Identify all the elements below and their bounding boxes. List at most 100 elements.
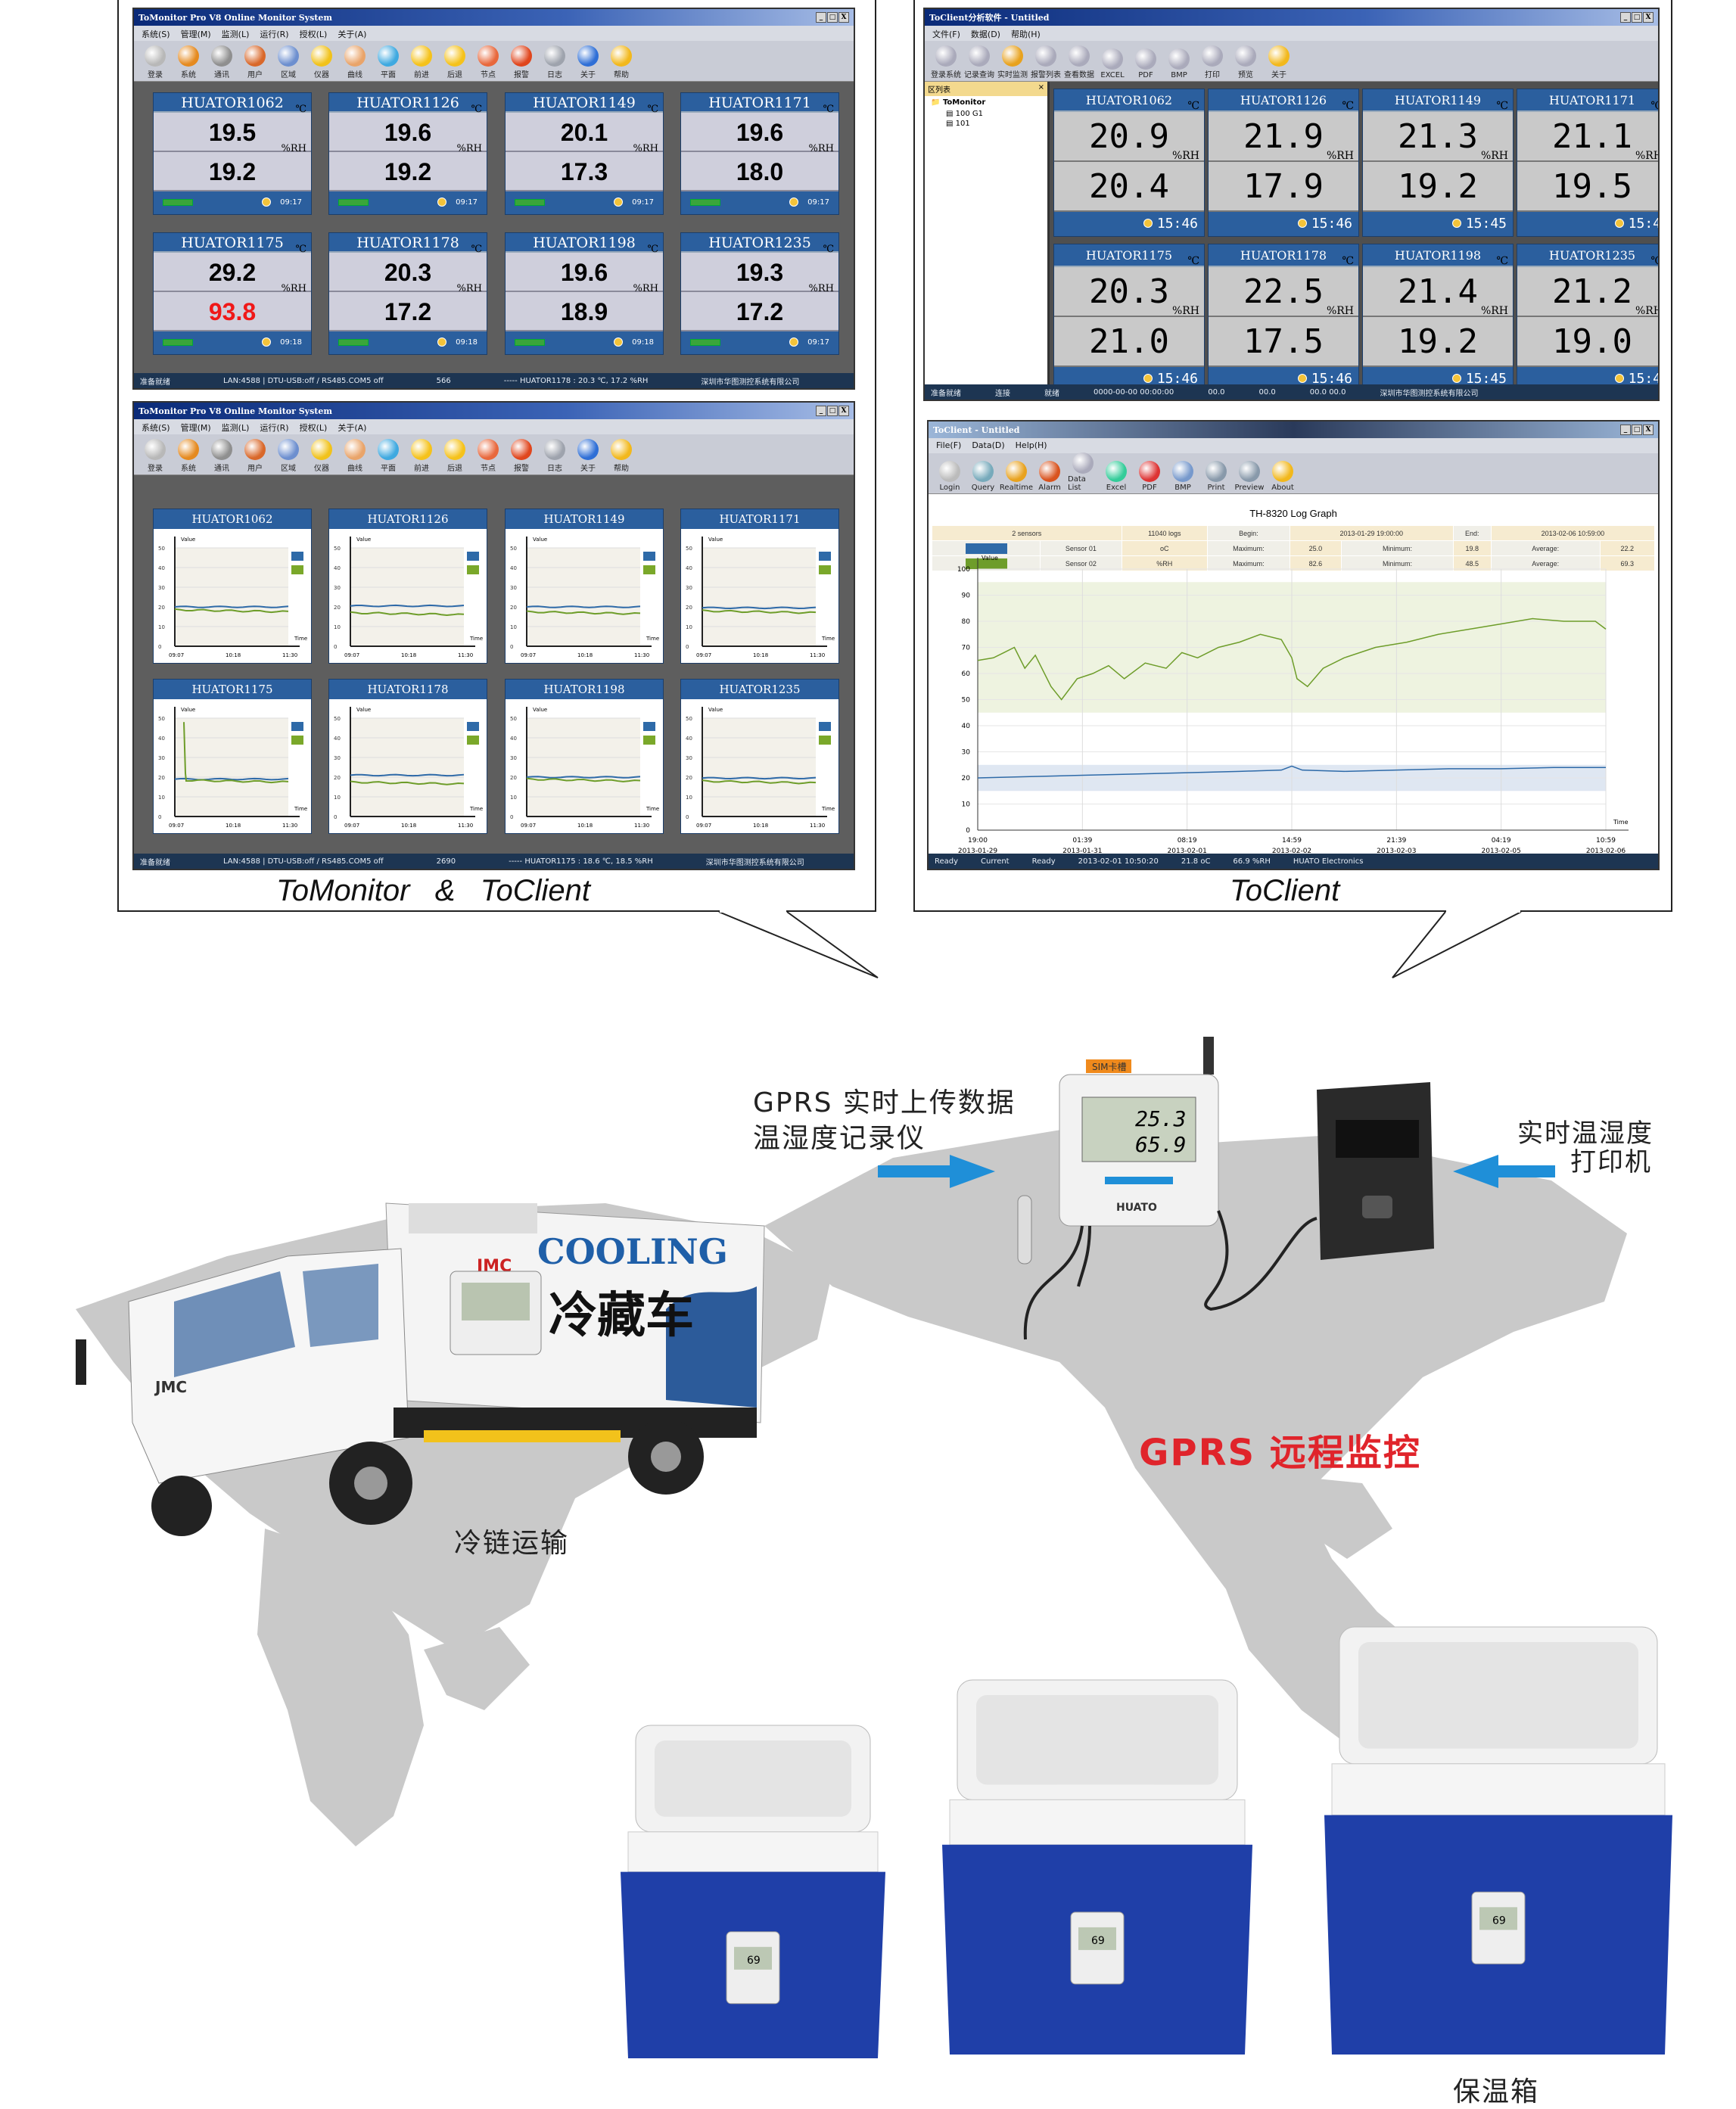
toolbar-button[interactable]: 通讯 [207,45,237,79]
sensor-card[interactable]: HUATOR1149 21.3℃ 19.2%RH 15:45 [1362,89,1514,237]
toolbar-button[interactable]: Excel [1101,461,1131,492]
minimize-button[interactable]: _ [816,406,826,416]
toolbar-button[interactable]: 关于 [573,45,603,79]
toolbar-button[interactable]: 日志 [540,439,570,473]
sensor-card[interactable]: HUATOR1062 20.9℃ 20.4%RH 15:46 [1053,89,1205,237]
toolbar-button[interactable]: 仪器 [306,45,337,79]
toolbar-button[interactable]: 登录系统 [931,45,961,79]
menu-item[interactable]: 监测(L) [221,30,250,39]
toolbar-button[interactable]: 日志 [540,45,570,79]
toolbar-button[interactable]: BMP [1164,48,1194,79]
menu-item[interactable]: 数据(D) [970,30,1000,39]
menu-item[interactable]: 系统(S) [142,423,170,433]
menu-item[interactable]: 授权(L) [299,30,328,39]
sensor-card[interactable]: HUATOR1198 21.4℃ 19.2%RH 15:45 [1362,244,1514,392]
maximize-button[interactable]: □ [1632,425,1642,435]
menu-item[interactable]: Help(H) [1015,440,1047,450]
toolbar-button[interactable]: Data List [1068,453,1098,492]
tree-node[interactable]: ▤ 100 G1 [946,110,984,118]
toolbar-button[interactable]: 系统 [173,45,204,79]
toolbar-button[interactable]: 关于 [573,439,603,473]
toolbar-button[interactable]: 报警 [506,439,537,473]
toolbar-button[interactable]: PDF [1131,48,1161,79]
toolbar-button[interactable]: 记录查询 [964,45,994,79]
toolbar-button[interactable]: 用户 [240,439,270,473]
toolbar-button[interactable]: 后退 [440,45,470,79]
toolbar-button[interactable]: 用户 [240,45,270,79]
toolbar-button[interactable]: About [1268,461,1298,492]
toolbar-button[interactable]: EXCEL [1097,48,1128,79]
toolbar-button[interactable]: 通讯 [207,439,237,473]
toolbar-button[interactable]: 打印 [1197,45,1227,79]
toolbar-button[interactable]: Print [1201,461,1231,492]
sensor-card[interactable]: HUATOR1178 22.5℃ 17.5%RH 15:46 [1208,244,1359,392]
toolbar-button[interactable]: PDF [1134,461,1165,492]
toolbar-button[interactable]: Alarm [1034,461,1065,492]
toolbar-button[interactable]: 报警列表 [1031,45,1061,79]
toolbar-button[interactable]: 平面 [373,439,403,473]
toolbar-button[interactable]: 查看数据 [1064,45,1094,79]
toolbar-button[interactable]: 平面 [373,45,403,79]
toolbar-button[interactable]: 后退 [440,439,470,473]
close-button[interactable]: X [1643,425,1654,435]
toolbar-button[interactable]: Preview [1234,461,1265,492]
toolbar-button[interactable]: Realtime [1000,461,1033,492]
toolbar-button[interactable]: 预览 [1230,45,1261,79]
sensor-card[interactable]: HUATOR1171 19.6℃ 18.0%RH 09:17 [680,92,839,215]
sensor-card[interactable]: HUATOR1062 19.5℃ 19.2%RH 09:17 [153,92,312,215]
toolbar-button[interactable]: 前进 [406,45,437,79]
toolbar-button[interactable]: 节点 [473,45,503,79]
sensor-card[interactable]: HUATOR1178 20.3℃ 17.2%RH 09:18 [328,232,487,355]
toolbar-button[interactable]: 仪器 [306,439,337,473]
sensor-card[interactable]: HUATOR1175 29.2℃ 93.8%RH 09:18 [153,232,312,355]
toolbar-button[interactable]: 系统 [173,439,204,473]
close-button[interactable]: X [838,406,849,416]
menu-item[interactable]: 关于(A) [338,423,367,433]
menu-item[interactable]: 运行(R) [260,423,289,433]
menu-item[interactable]: 系统(S) [142,30,170,39]
menu-item[interactable]: 监测(L) [221,423,250,433]
menu-item[interactable]: 管理(M) [180,30,211,39]
tree-node-root[interactable]: 📁 ToMonitor [931,98,986,107]
sensor-card[interactable]: HUATOR1235 21.2℃ 19.0%RH 15:4 [1517,244,1658,392]
toolbar-button[interactable]: 帮助 [606,45,636,79]
sensor-card[interactable]: HUATOR1149 20.1℃ 17.3%RH 09:17 [505,92,664,215]
menu-item[interactable]: 关于(A) [338,30,367,39]
tree-node[interactable]: ▤ 101 [946,120,970,128]
toolbar-button[interactable]: 关于 [1264,45,1294,79]
sensor-card[interactable]: HUATOR1171 21.1℃ 19.5%RH 15:4 [1517,89,1658,237]
toolbar-button[interactable]: 曲线 [340,45,370,79]
toolbar-button[interactable]: 登录 [140,45,170,79]
toolbar-button[interactable]: 实时监测 [997,45,1028,79]
sensor-card[interactable]: HUATOR1198 19.6℃ 18.9%RH 09:18 [505,232,664,355]
toolbar-button[interactable]: Login [935,461,965,492]
toolbar-button[interactable]: 登录 [140,439,170,473]
menu-item[interactable]: 管理(M) [180,423,211,433]
toolbar-button[interactable]: 区域 [273,439,303,473]
maximize-button[interactable]: □ [1632,12,1642,23]
maximize-button[interactable]: □ [827,12,838,23]
close-icon[interactable]: × [1038,83,1044,92]
sensor-card[interactable]: HUATOR1126 19.6℃ 19.2%RH 09:17 [328,92,487,215]
menu-item[interactable]: 文件(F) [932,30,960,39]
sensor-card[interactable]: HUATOR1235 19.3℃ 17.2%RH 09:17 [680,232,839,355]
toolbar-button[interactable]: Query [968,461,998,492]
menu-item[interactable]: File(F) [936,440,962,450]
sensor-card[interactable]: HUATOR1175 20.3℃ 21.0%RH 15:46 [1053,244,1205,392]
close-button[interactable]: X [838,12,849,23]
menu-item[interactable]: 帮助(H) [1010,30,1041,39]
sensor-card[interactable]: HUATOR1126 21.9℃ 17.9%RH 15:46 [1208,89,1359,237]
toolbar-button[interactable]: 帮助 [606,439,636,473]
toolbar-button[interactable]: BMP [1168,461,1198,492]
toolbar-button[interactable]: 曲线 [340,439,370,473]
toolbar-button[interactable]: 报警 [506,45,537,79]
toolbar-button[interactable]: 区域 [273,45,303,79]
